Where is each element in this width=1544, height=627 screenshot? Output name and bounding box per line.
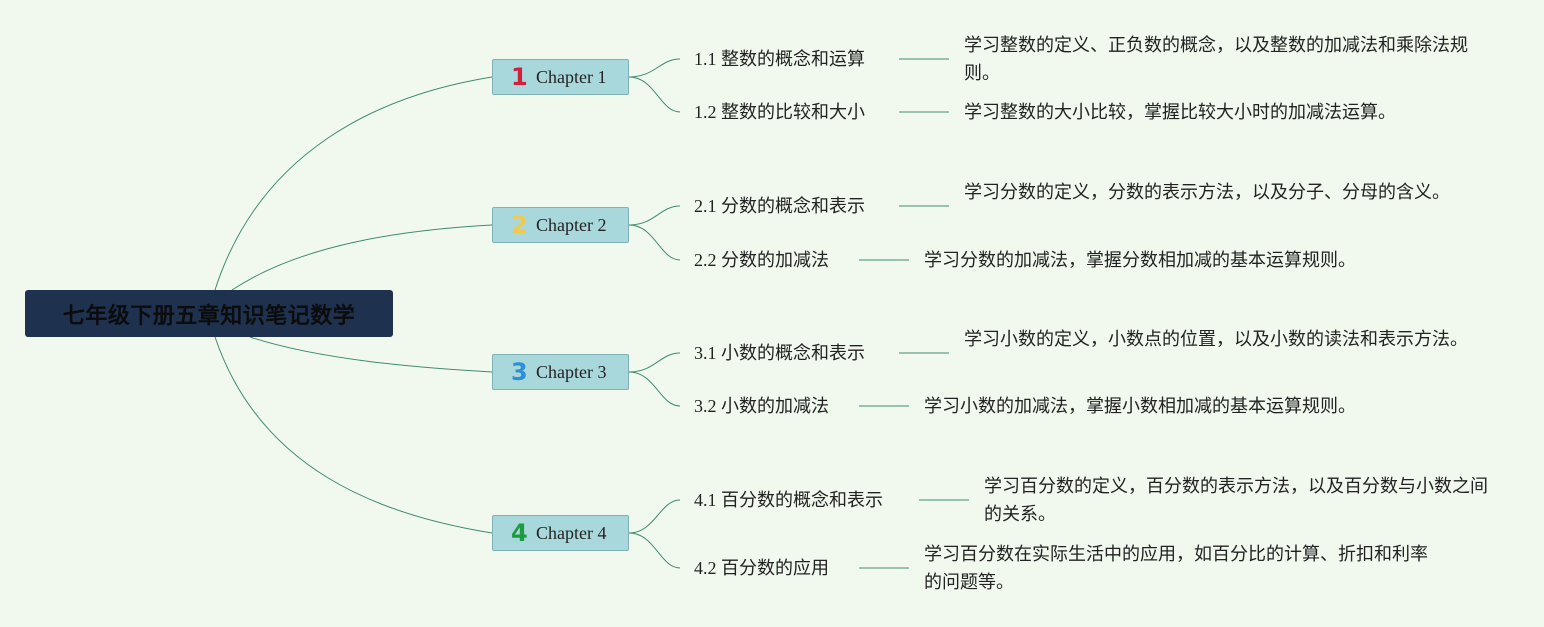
edge-ch4-t2: [628, 532, 681, 569]
topic-node-4-2[interactable]: 4.2 百分数的应用: [694, 558, 829, 578]
edge-root-chapter-1: [214, 76, 493, 291]
edge-ch1-t1: [628, 58, 681, 78]
edge-root-chapter-3: [249, 336, 493, 373]
root-title: 七年级下册五章知识笔记数学: [62, 303, 356, 329]
topic-node-1-2[interactable]: 1.2 整数的比较和大小: [694, 102, 865, 122]
chapter-node-4[interactable]: 4 Chapter 4: [492, 515, 629, 551]
root-node[interactable]: 七年级下册五章知识笔记数学: [25, 290, 393, 337]
edge-root-chapter-4: [214, 336, 493, 534]
chapter-label: Chapter 1: [536, 66, 607, 87]
desc-node-1-1[interactable]: 学习整数的定义、正负数的概念，以及整数的加减法和乘除法规则。: [964, 35, 1468, 83]
chapter-node-2[interactable]: 2 Chapter 2: [492, 207, 629, 243]
topic-node-3-2[interactable]: 3.2 小数的加减法: [694, 396, 829, 416]
edge-ch2-t2: [628, 224, 681, 261]
topic-node-3-1[interactable]: 3.1 小数的概念和表示: [694, 343, 865, 363]
topic-node-2-1[interactable]: 2.1 分数的概念和表示: [694, 196, 865, 216]
edge-ch3-t1: [628, 352, 681, 373]
topic-node-2-2[interactable]: 2.2 分数的加减法: [694, 250, 829, 270]
desc-node-1-2[interactable]: 学习整数的大小比较，掌握比较大小时的加减法运算。: [964, 102, 1396, 122]
chapter-label: Chapter 2: [536, 214, 607, 235]
edge-ch3-t2: [628, 371, 681, 407]
number-3-icon: 3: [511, 358, 528, 386]
edge-ch1-t2: [628, 76, 681, 113]
desc-node-2-2[interactable]: 学习分数的加减法，掌握分数相加减的基本运算规则。: [924, 250, 1356, 270]
desc-node-4-2[interactable]: 学习百分数在实际生活中的应用，如百分比的计算、折扣和利率的问题等。: [924, 544, 1428, 592]
number-4-icon: 4: [511, 519, 528, 547]
number-2-icon: 2: [511, 211, 528, 239]
edge-root-chapter-2: [231, 224, 493, 291]
chapter-label: Chapter 3: [536, 361, 607, 382]
desc-node-3-2[interactable]: 学习小数的加减法，掌握小数相加减的基本运算规则。: [924, 396, 1356, 416]
chapter-node-1[interactable]: 1 Chapter 1: [492, 59, 629, 95]
edge-ch4-t1: [628, 499, 681, 534]
chapter-label: Chapter 4: [536, 522, 607, 543]
edge-ch2-t1: [628, 205, 681, 226]
topic-node-1-1[interactable]: 1.1 整数的概念和运算: [694, 49, 865, 69]
topic-node-4-1[interactable]: 4.1 百分数的概念和表示: [694, 490, 883, 510]
desc-node-3-1[interactable]: 学习小数的定义，小数点的位置，以及小数的读法和表示方法。: [964, 329, 1468, 349]
number-1-icon: 1: [511, 63, 528, 91]
desc-node-2-1[interactable]: 学习分数的定义，分数的表示方法，以及分子、分母的含义。: [964, 182, 1450, 202]
chapter-node-3[interactable]: 3 Chapter 3: [492, 354, 629, 390]
desc-node-4-1[interactable]: 学习百分数的定义，百分数的表示方法，以及百分数与小数之间的关系。: [984, 476, 1488, 524]
